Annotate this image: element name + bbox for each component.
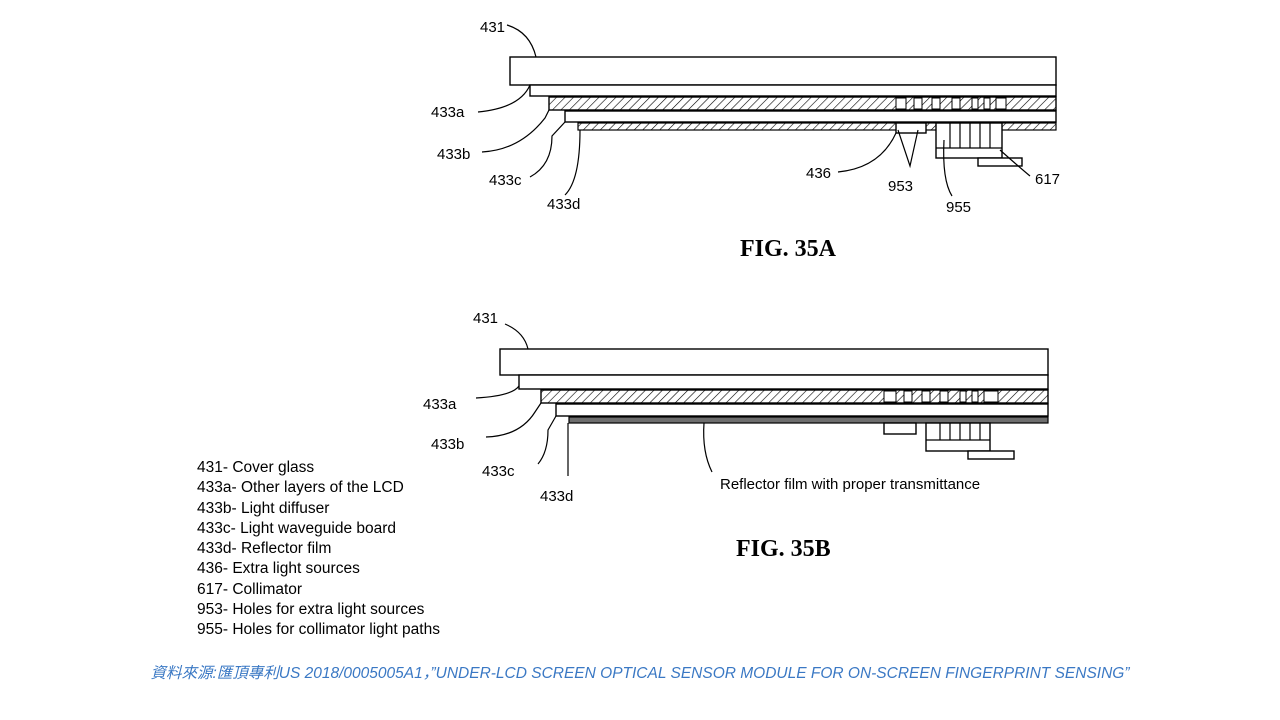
figure-title-b: FIG. 35B bbox=[736, 536, 831, 562]
legend-item: 431- Cover glass bbox=[197, 459, 315, 476]
label-436-a: 436 bbox=[806, 165, 831, 182]
label-433b-a: 433b bbox=[437, 146, 470, 163]
waveguide-board-b bbox=[555, 403, 1049, 417]
label-433a-b: 433a bbox=[423, 396, 457, 413]
label-431-b: 431 bbox=[473, 310, 498, 327]
cover-glass-b bbox=[499, 348, 1049, 376]
cover-glass-a bbox=[509, 56, 1057, 86]
label-433a-a: 433a bbox=[431, 104, 465, 121]
label-617-a: 617 bbox=[1035, 171, 1060, 188]
lcd-layers-b bbox=[540, 389, 1049, 404]
holes-953-a bbox=[895, 97, 1007, 110]
label-433d-b: 433d bbox=[540, 488, 573, 505]
figure-35a: 431 433a 433b 433c 433d 436 953 955 617 … bbox=[431, 19, 1060, 262]
legend-item: 433d- Reflector film bbox=[197, 540, 332, 558]
reflector-note-b: Reflector film with proper transmittance bbox=[720, 476, 980, 493]
waveguide-board-a bbox=[564, 110, 1057, 123]
legend-item: 433c- Light waveguide board bbox=[197, 519, 397, 537]
legend-item: 955- Holes for collimator light paths bbox=[197, 621, 440, 639]
lcd-layers-a bbox=[548, 96, 1057, 111]
label-433b-b: 433b bbox=[431, 436, 464, 453]
extra-light-source-a bbox=[895, 122, 927, 134]
legend-item: 617- Collimator bbox=[197, 580, 303, 598]
label-953-a: 953 bbox=[888, 178, 913, 195]
extra-light-source-b bbox=[883, 422, 917, 435]
lcd-top-layer-b bbox=[518, 374, 1049, 390]
lcd-top-layer-a bbox=[529, 84, 1057, 97]
holes-b bbox=[883, 390, 999, 403]
label-433c-a: 433c bbox=[489, 172, 522, 189]
legend-item: 433a- Other layers of the LCD bbox=[197, 479, 404, 497]
reflector-film-b bbox=[568, 416, 1049, 424]
figure-35b: 431 433a 433b 433c 433d Reflector film w… bbox=[423, 310, 1049, 562]
label-431-a: 431 bbox=[480, 19, 505, 36]
label-433d-a: 433d bbox=[547, 196, 580, 213]
legend: 431- Cover glass 433a- Other layers of t… bbox=[197, 458, 497, 641]
collimator-b bbox=[925, 422, 1015, 460]
collimator-a bbox=[935, 122, 1023, 167]
label-433c-b: 433c bbox=[482, 463, 515, 480]
legend-item: 436- Extra light sources bbox=[197, 560, 360, 578]
legend-item: 953- Holes for extra light sources bbox=[197, 601, 425, 619]
label-955-a: 955 bbox=[946, 199, 971, 216]
legend-item: 433b- Light diffuser bbox=[197, 499, 330, 517]
source-citation: 資料來源:匯頂專利US 2018/0005005A1，”UNDER-LCD SC… bbox=[150, 665, 1130, 682]
reflector-film-a bbox=[577, 122, 1057, 131]
figure-title-a: FIG. 35A bbox=[740, 236, 837, 262]
